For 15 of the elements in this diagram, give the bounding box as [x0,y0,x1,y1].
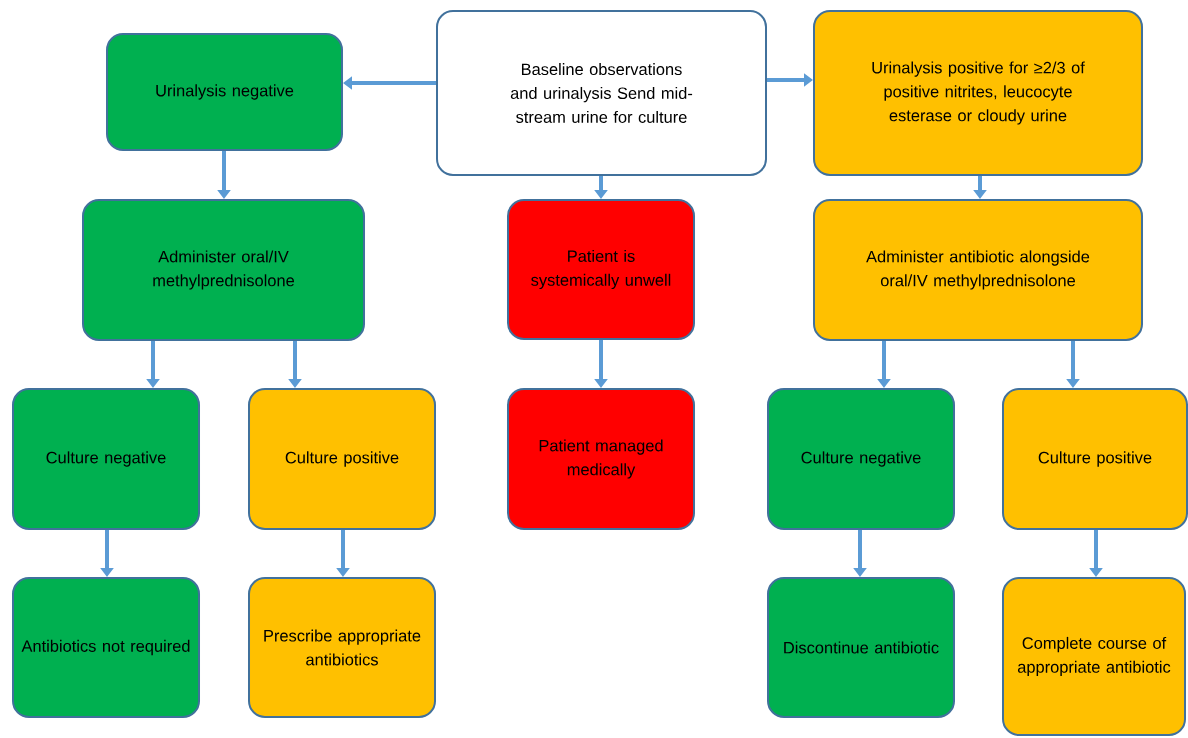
process-box: Antibiotics not required [12,577,200,718]
process-box: Administer antibiotic alongside oral/IV methylprednisolone [813,199,1143,341]
process-box: Culture positive [1002,388,1188,530]
process-box: Culture negative [12,388,200,530]
process-box: Administer oral/IV methylprednisolone [82,199,365,341]
process-box: Urinalysis negative [106,33,343,151]
process-box: Culture positive [248,388,436,530]
process-box: Prescribe appropriate antibiotics [248,577,436,718]
process-box: Baseline observations and urinalysis Send mid-stream urine for culture [436,10,767,176]
process-box: Culture negative [767,388,955,530]
process-box: Urinalysis positive for ≥2/3 of positive nitrites, leucocyte esterase or cloudy urine [813,10,1143,176]
process-box: Patient is systemically unwell [507,199,695,340]
process-box: Patient managed medically [507,388,695,530]
process-box: Complete course of appropriate antibiotic [1002,577,1186,736]
process-box: Discontinue antibiotic [767,577,955,718]
